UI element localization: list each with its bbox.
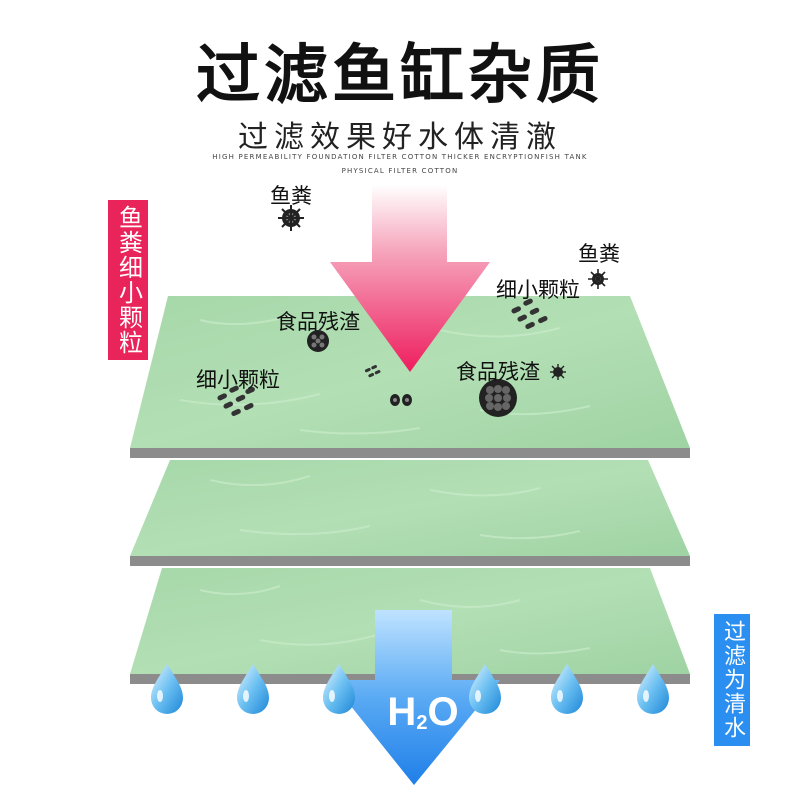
label-food-left: 食品残渣 [276, 310, 360, 334]
left-impurity-tag: 鱼粪细小颗粒 [108, 200, 148, 360]
fine-granules-left-icon [217, 385, 255, 417]
tiny-granules-icon [364, 365, 381, 378]
feces-particle-right-icon [588, 269, 608, 289]
food-residue-left-icon [307, 330, 329, 352]
label-food-right: 食品残渣 [456, 360, 540, 384]
h2o-h: H [387, 690, 417, 734]
water-drop-icon [551, 664, 583, 714]
english-caption: HIGH PERMEABILITY FOUNDATION FILTER COTT… [212, 153, 588, 175]
h2o-label: H2O [378, 690, 468, 735]
right-clean-water-tag: 过滤为清水 [714, 614, 750, 746]
label-particles-left: 细小颗粒 [196, 368, 280, 392]
label-feces-top: 鱼粪 [270, 184, 312, 208]
trapped-particles-icon [390, 394, 412, 406]
water-down-arrow [330, 610, 500, 785]
food-residue-right-icon [479, 379, 517, 417]
h2o-o: O [427, 690, 459, 734]
feces-particle-icon [278, 205, 304, 231]
small-spiky-particle-icon [550, 364, 566, 380]
water-drop-icon [469, 664, 501, 714]
h2o-subscript: 2 [416, 712, 428, 734]
label-particles-right: 细小颗粒 [496, 278, 580, 302]
impurity-down-arrow [330, 185, 490, 372]
label-feces-right: 鱼粪 [578, 242, 620, 266]
water-drops [151, 664, 669, 714]
page-title: 过滤鱼缸杂质 [196, 39, 604, 113]
water-drop-icon [637, 664, 669, 714]
fine-granules-right-icon [511, 298, 548, 330]
water-drop-icon [323, 664, 355, 714]
water-drop-icon [237, 664, 269, 714]
page-subtitle: 过滤效果好水体清澈 [238, 120, 562, 155]
filter-layer-2 [130, 460, 690, 566]
water-drop-icon [151, 664, 183, 714]
